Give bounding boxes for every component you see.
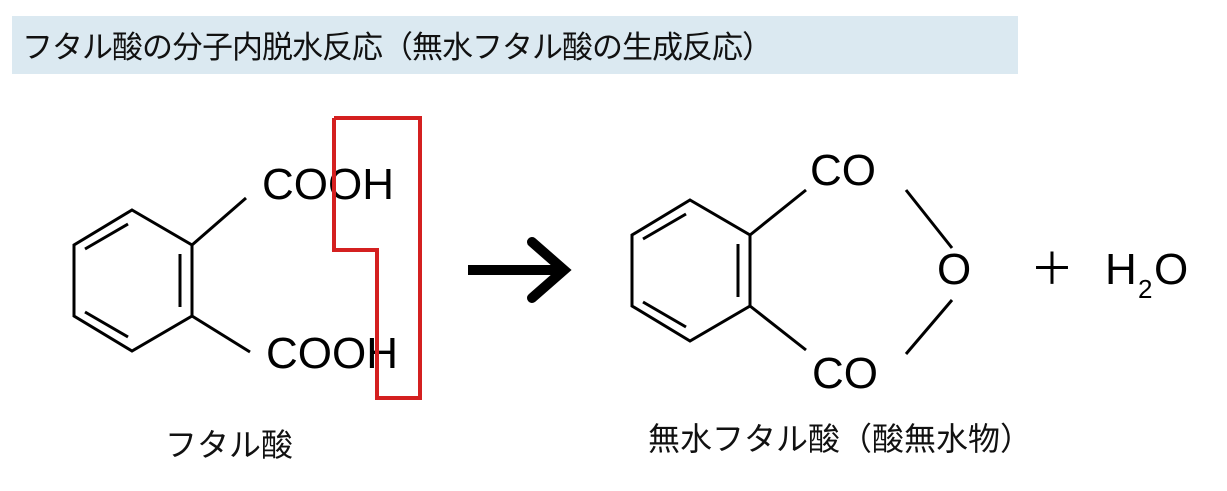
plus-sign: ＋ xyxy=(1030,245,1074,294)
anhydride-benzene-ring xyxy=(630,188,954,355)
water-formula: H 2 O xyxy=(1105,245,1188,304)
title-bar xyxy=(12,16,1018,74)
product-name: 無水フタル酸（酸無水物） xyxy=(648,420,1032,458)
water-subscript: 2 xyxy=(1138,274,1152,304)
page-title: フタル酸の分子内脱水反応（無水フタル酸の生成反応） xyxy=(22,30,773,66)
bridge-oxygen: O xyxy=(937,245,971,294)
reactant-name: フタル酸 xyxy=(165,426,293,464)
water-o: O xyxy=(1154,245,1188,294)
water-removal-highlight xyxy=(332,116,422,400)
water-h: H xyxy=(1105,245,1137,294)
carbonyl-top: CO xyxy=(810,146,876,195)
carbonyl-bottom: CO xyxy=(812,349,878,398)
reaction-arrow xyxy=(468,237,572,303)
cooh-top: COOH xyxy=(262,160,394,209)
phthalic-acid-benzene-ring xyxy=(72,196,251,354)
